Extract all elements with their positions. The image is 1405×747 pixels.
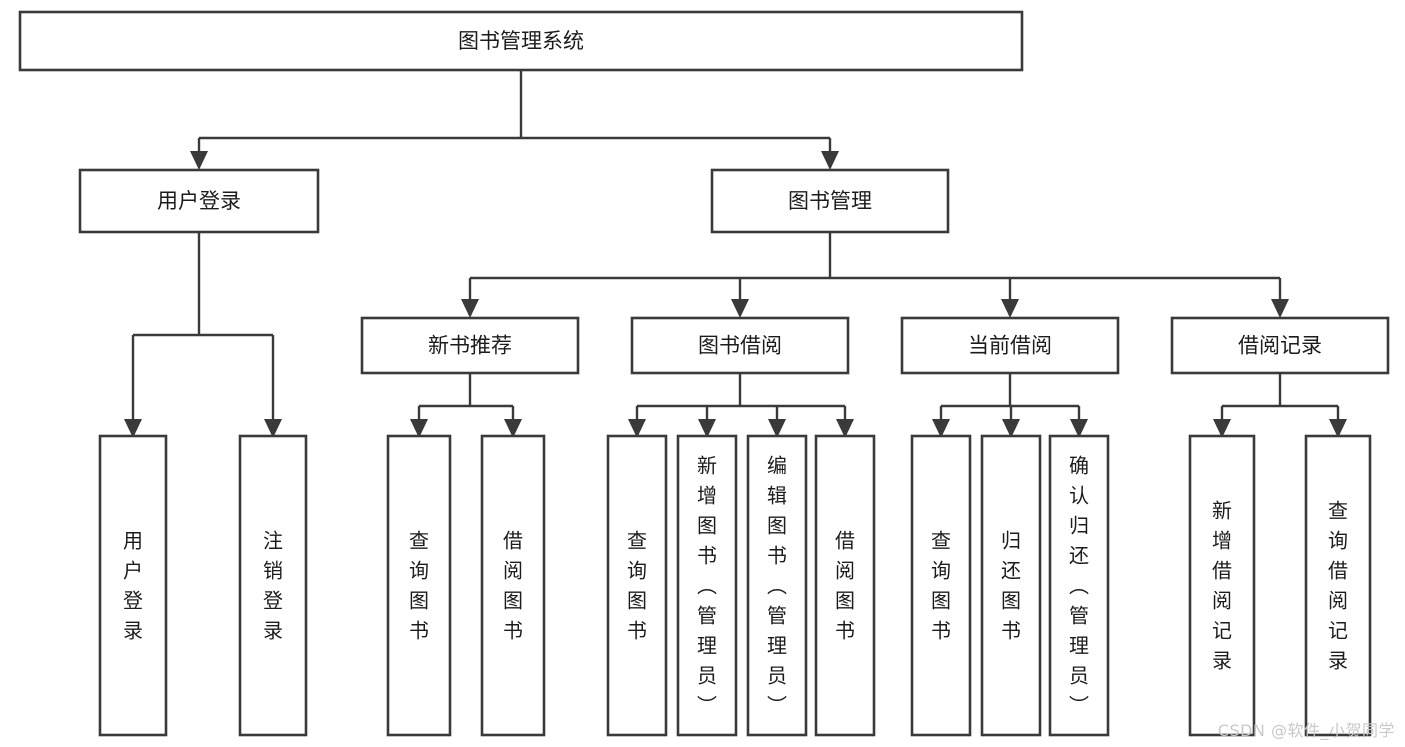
- connectors-layer: [124, 70, 1347, 438]
- arrow-head-icon: [836, 419, 854, 438]
- node-box: [480, 434, 546, 737]
- node-box: [360, 316, 580, 375]
- node-label: 确认归还︵管理员︶: [1069, 454, 1089, 718]
- node-leaf-2[interactable]: 注销登录: [238, 434, 308, 737]
- arrow-head-icon: [1213, 419, 1231, 438]
- node-box: [238, 434, 308, 737]
- node-box: [630, 316, 850, 375]
- node-leaf-3[interactable]: 查询图书: [386, 434, 452, 737]
- arrow-head-icon: [768, 419, 786, 438]
- node-label: 查询图书: [931, 529, 951, 643]
- node-leaf-1[interactable]: 用户登录: [98, 434, 168, 737]
- node-leaf-13[interactable]: 查询借阅记录: [1304, 434, 1372, 737]
- node-level2-1[interactable]: 用户登录: [78, 168, 320, 234]
- arrow-head-icon: [190, 151, 208, 170]
- node-box: [1304, 434, 1372, 737]
- node-label: 编辑图书︵管理员︶: [767, 454, 787, 718]
- arrow-head-icon: [698, 419, 716, 438]
- arrow-head-icon: [410, 419, 428, 438]
- node-box: [910, 434, 972, 737]
- node-label: 新书推荐: [428, 334, 512, 358]
- node-label: 注销登录: [263, 529, 283, 643]
- node-box: [18, 10, 1024, 72]
- node-leaf-4[interactable]: 借阅图书: [480, 434, 546, 737]
- node-box: [606, 434, 668, 737]
- node-leaf-7[interactable]: 编辑图书︵管理员︶: [746, 434, 808, 737]
- node-label: 新增图书︵管理员︶: [697, 454, 717, 718]
- node-label: 借阅图书: [835, 529, 855, 643]
- node-box: [676, 434, 738, 737]
- arrow-head-icon: [124, 419, 142, 438]
- arrow-head-icon: [1001, 299, 1019, 318]
- node-label: 用户登录: [157, 189, 241, 213]
- node-label: 图书管理系统: [458, 29, 584, 53]
- node-leaf-12[interactable]: 新增借阅记录: [1188, 434, 1256, 737]
- arrow-head-icon: [628, 419, 646, 438]
- node-level3-1[interactable]: 新书推荐: [360, 316, 580, 375]
- arrow-head-icon: [504, 419, 522, 438]
- node-box: [710, 168, 950, 234]
- node-label: 查询借阅记录: [1328, 499, 1348, 673]
- node-label: 查询图书: [409, 529, 429, 643]
- arrow-head-icon: [264, 419, 282, 438]
- node-box: [386, 434, 452, 737]
- node-box: [98, 434, 168, 737]
- node-level3-4[interactable]: 借阅记录: [1170, 316, 1390, 375]
- node-label: 图书借阅: [698, 334, 782, 358]
- arrow-head-icon: [1329, 419, 1347, 438]
- node-box: [814, 434, 876, 737]
- arrow-head-icon: [932, 419, 950, 438]
- node-label: 查询图书: [627, 529, 647, 643]
- node-root-system[interactable]: 图书管理系统: [18, 10, 1024, 72]
- arrow-head-icon: [821, 151, 839, 170]
- node-box: [78, 168, 320, 234]
- node-leaf-9[interactable]: 查询图书: [910, 434, 972, 737]
- node-leaf-10[interactable]: 归还图书: [980, 434, 1042, 737]
- node-box: [980, 434, 1042, 737]
- csdn-watermark: CSDN @软件_小贺同学: [1217, 721, 1395, 740]
- node-label: 用户登录: [123, 529, 143, 643]
- node-label: 图书管理: [788, 189, 872, 213]
- node-leaf-6[interactable]: 新增图书︵管理员︶: [676, 434, 738, 737]
- node-box: [746, 434, 808, 737]
- arrow-head-icon: [1002, 419, 1020, 438]
- node-box: [1048, 434, 1110, 737]
- node-leaf-8[interactable]: 借阅图书: [814, 434, 876, 737]
- node-label: 借阅图书: [503, 529, 523, 643]
- node-label: 归还图书: [1001, 529, 1021, 643]
- node-label: 借阅记录: [1238, 334, 1322, 358]
- node-label: 当前借阅: [968, 334, 1052, 358]
- node-leaf-11[interactable]: 确认归还︵管理员︶: [1048, 434, 1110, 737]
- node-level3-3[interactable]: 当前借阅: [900, 316, 1120, 375]
- arrow-head-icon: [1271, 299, 1289, 318]
- node-box: [1170, 316, 1390, 375]
- arrow-head-icon: [731, 299, 749, 318]
- node-box: [900, 316, 1120, 375]
- node-level2-2[interactable]: 图书管理: [710, 168, 950, 234]
- node-label: 新增借阅记录: [1212, 499, 1232, 673]
- nodes-layer: 图书管理系统用户登录图书管理新书推荐图书借阅当前借阅借阅记录用户登录注销登录查询…: [18, 10, 1390, 737]
- arrow-head-icon: [461, 299, 479, 318]
- node-level3-2[interactable]: 图书借阅: [630, 316, 850, 375]
- node-box: [1188, 434, 1256, 737]
- node-leaf-5[interactable]: 查询图书: [606, 434, 668, 737]
- arrow-head-icon: [1070, 419, 1088, 438]
